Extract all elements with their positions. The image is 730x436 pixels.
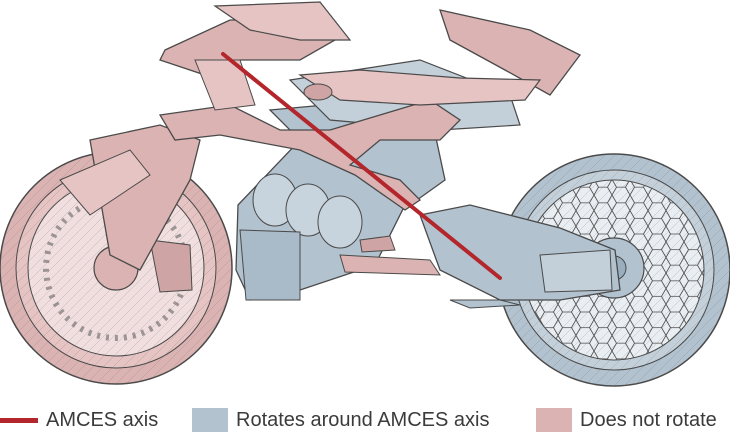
- legend-label: Rotates around AMCES axis: [236, 408, 490, 431]
- legend-item-amces-axis: AMCES axis: [0, 407, 158, 433]
- legend-label: Does not rotate: [580, 408, 717, 431]
- swing-arm: [419, 204, 621, 309]
- legend-item-does-not-rotate: Does not rotate: [536, 407, 717, 433]
- front-fork: [59, 124, 201, 271]
- amces-axis-swatch: [0, 417, 38, 423]
- legend-item-rotates: Rotates around AMCES axis: [192, 407, 489, 433]
- legend-label: AMCES axis: [46, 408, 159, 431]
- legend: AMCES axis Rotates around AMCES axis Doe…: [0, 402, 730, 436]
- linkage: [339, 235, 441, 276]
- motorcycle-diagram: [0, 1, 730, 387]
- rotates-swatch: [192, 408, 228, 432]
- does-not-rotate-swatch: [536, 408, 572, 432]
- amces-axis-line: [221, 52, 502, 280]
